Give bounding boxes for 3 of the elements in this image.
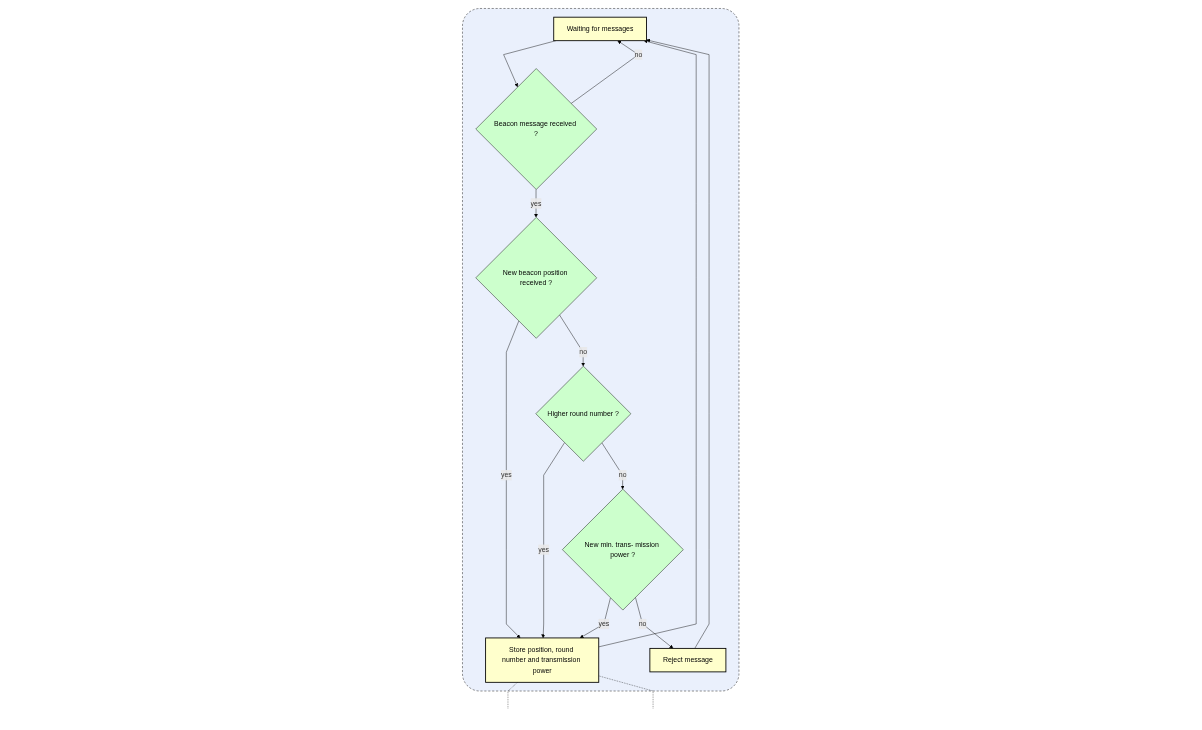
connector: [598, 675, 654, 709]
cluster: [462, 8, 740, 692]
connector: [508, 682, 519, 709]
